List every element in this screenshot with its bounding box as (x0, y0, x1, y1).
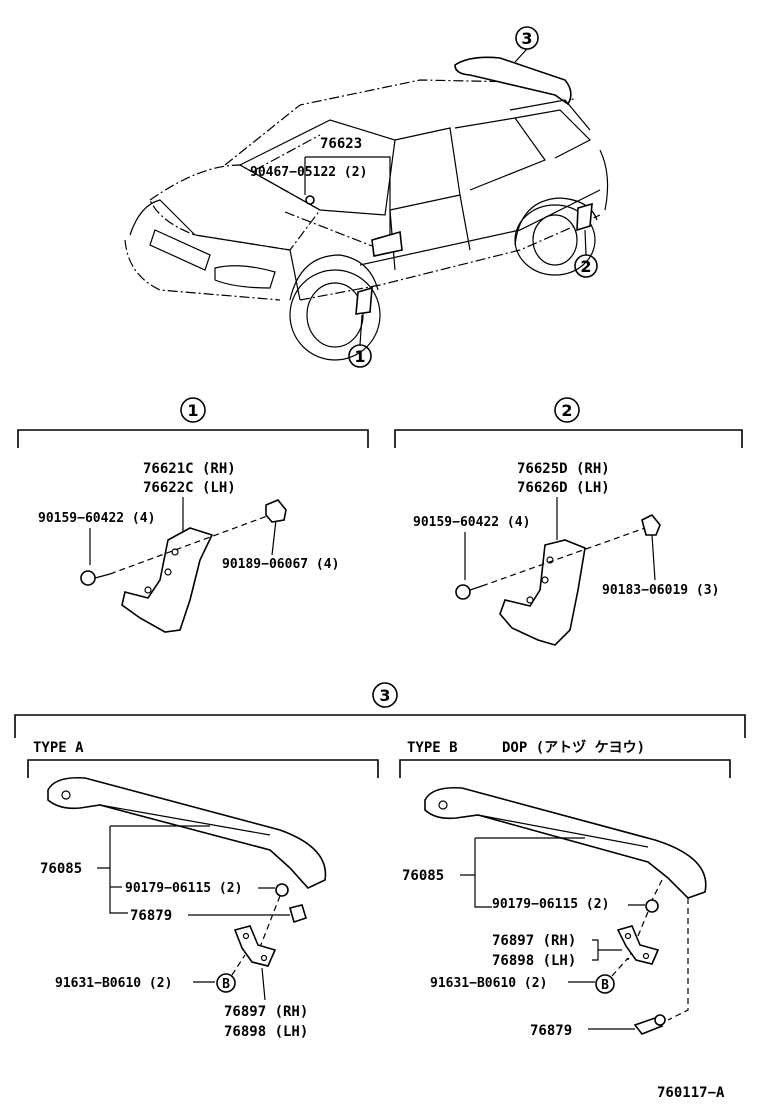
roof-spoiler-shape (454, 56, 572, 106)
rear-mudguard-shape (576, 202, 593, 232)
diagram-code: 760117−A (657, 1085, 725, 1101)
car-illustration (124, 56, 609, 361)
emblem-screw-icon (305, 195, 315, 205)
label-stay-b-rh: 76897 (RH) (492, 933, 576, 949)
nut-a-circle-label: B (222, 977, 230, 992)
section-3-circle-label: 3 (379, 686, 390, 705)
section-1-circle-label: 1 (187, 401, 198, 420)
label-emblem-screw: 90467−05122 (2) (250, 165, 367, 180)
section-3-type-b: TYPE B DOP (アトヅ ケヨウ) 76085 90179−06115 (… (399, 739, 731, 1039)
screw-b-icon (645, 899, 659, 913)
spoiler-a-shape (47, 776, 327, 889)
label-front-clip: 90189−06067 (4) (222, 557, 339, 572)
label-front-mudguard-lh: 76622C (LH) (143, 480, 236, 496)
section-3: 3 (14, 682, 746, 738)
label-rear-mudguard-lh: 76626D (LH) (517, 480, 610, 496)
label-bracket-a: 76879 (130, 908, 172, 924)
bracket-a-icon (289, 904, 307, 924)
label-rear-screw: 90159−60422 (4) (413, 515, 530, 530)
front-screw-icon (80, 570, 111, 586)
label-spoiler-b: 76085 (402, 868, 444, 884)
front-clip-icon (265, 499, 287, 523)
bracket-b-icon (633, 1014, 666, 1035)
label-nut-b: 91631−B0610 (2) (430, 976, 547, 991)
callout-3-label: 3 (521, 29, 532, 48)
label-screw-b: 90179−06115 (2) (492, 897, 609, 912)
label-stay-a-lh: 76898 (LH) (224, 1024, 308, 1040)
rear-clip-icon (641, 513, 661, 536)
label-spoiler-a: 76085 (40, 861, 82, 877)
label-type-a: TYPE A (33, 740, 84, 756)
front-mudguard-shape (355, 286, 373, 315)
rear-mudguard-detail (499, 539, 586, 646)
label-screw-a: 90179−06115 (2) (125, 881, 242, 896)
label-rear-clip: 90183−06019 (3) (602, 583, 719, 598)
nut-b-circle-label: B (601, 978, 609, 993)
rear-screw-icon (455, 584, 483, 600)
section-2: 2 76625D (RH) 76626D (LH) 90159−60422 (4… (394, 397, 743, 646)
label-stay-a-rh: 76897 (RH) (224, 1004, 308, 1020)
label-bracket-b: 76879 (530, 1023, 572, 1039)
label-emblem-part: 76623 (320, 136, 362, 152)
callout-3-top: 3 (514, 26, 539, 63)
stay-b-shape (616, 925, 660, 965)
callout-2-label: 2 (580, 257, 591, 276)
section-1: 1 76621C (RH) 76622C (LH) 90159−60422 (4… (17, 397, 369, 633)
front-mudguard-detail (121, 527, 214, 633)
callout-1-label: 1 (354, 347, 365, 366)
section-3-type-a: TYPE A 76085 90179−06115 (2) 76879 91631… (27, 740, 379, 1040)
side-emblem-shape (371, 230, 403, 257)
label-nut-a: 91631−B0610 (2) (55, 976, 172, 991)
label-rear-mudguard-rh: 76625D (RH) (517, 461, 610, 477)
screw-a-icon (275, 883, 289, 897)
label-front-screw: 90159−60422 (4) (38, 511, 155, 526)
callout-2-rear: 2 (574, 229, 598, 278)
label-dop: DOP (アトヅ ケヨウ) (502, 739, 645, 756)
callout-1-front: 1 (348, 314, 372, 368)
label-front-mudguard-rh: 76621C (RH) (143, 461, 236, 477)
section-2-circle-label: 2 (561, 401, 572, 420)
label-type-b: TYPE B (407, 740, 458, 756)
label-stay-b-lh: 76898 (LH) (492, 953, 576, 969)
spoiler-b-shape (424, 786, 707, 899)
stay-a-shape (233, 925, 277, 967)
